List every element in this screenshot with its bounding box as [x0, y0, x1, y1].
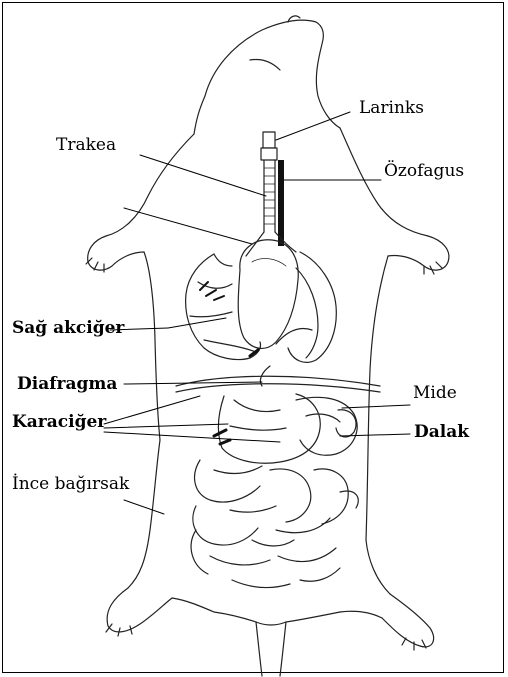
diaphragm-shape: [176, 366, 380, 392]
label-diafragma: Diafragma: [17, 376, 117, 393]
label-trakea: Trakea: [56, 137, 116, 154]
label-sag-akciger: Sağ akciğer: [12, 320, 124, 337]
karaciger-leader-1: [104, 396, 200, 424]
mide-leader: [342, 405, 410, 408]
larynx-trachea-shape: [246, 132, 296, 256]
ince-bagirsak-leader: [124, 500, 164, 514]
trakea-leader-2: [124, 208, 252, 244]
label-ince-bagirsak: İnce bağırsak: [12, 476, 129, 493]
label-dalak: Dalak: [414, 424, 469, 441]
label-ozofagus: Özofagus: [384, 163, 464, 180]
sag-akciger-leader-2: [168, 318, 226, 328]
label-larinks: Larinks: [359, 100, 424, 117]
trakea-leader: [140, 155, 266, 196]
small-intestine-shape: [191, 460, 358, 587]
label-mide: Mide: [413, 385, 457, 402]
karaciger-leader-3: [104, 432, 280, 442]
larinks-leader: [276, 112, 350, 140]
esophagus-shape: [278, 160, 284, 246]
label-karaciger: Karaciğer: [12, 414, 106, 431]
heart-lungs-shape: [186, 240, 337, 363]
leader-lines: [104, 112, 410, 514]
karaciger-leader-2: [104, 424, 228, 428]
abdominal-organs-shape: [214, 394, 357, 463]
